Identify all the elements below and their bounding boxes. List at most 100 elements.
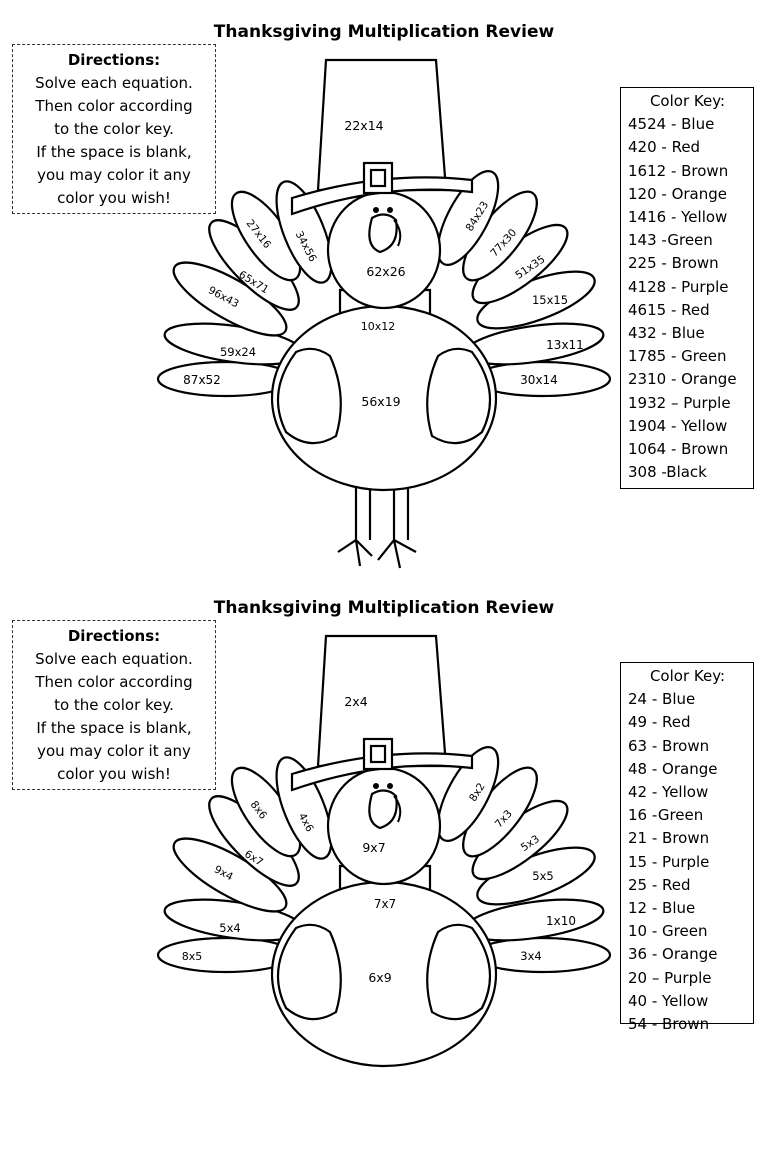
directions-line: If the space is blank, bbox=[36, 143, 192, 161]
left-wing bbox=[276, 923, 342, 1021]
color-key-item: 54 - Brown bbox=[628, 1015, 710, 1034]
color-key-item: 48 - Orange bbox=[628, 759, 718, 778]
hat-brim bbox=[290, 176, 474, 216]
feather-equation: 3x4 bbox=[520, 949, 541, 963]
color-key-item: 308 -Black bbox=[628, 463, 707, 482]
right-feathers bbox=[436, 170, 612, 398]
color-key-item: 4615 - Red bbox=[628, 300, 710, 319]
turkey-eye bbox=[387, 207, 393, 213]
color-key-item: 24 - Blue bbox=[628, 690, 696, 709]
directions-line: If the space is blank, bbox=[36, 719, 192, 737]
feather bbox=[436, 170, 500, 266]
turkey-beak bbox=[368, 213, 398, 254]
color-key-item: 225 - Brown bbox=[628, 254, 719, 273]
hat-brim bbox=[290, 752, 474, 792]
feather-equation: 87x52 bbox=[183, 373, 221, 387]
feather-equation: 15x15 bbox=[532, 293, 568, 307]
worksheet-title: Thanksgiving Multiplication Review bbox=[213, 598, 555, 618]
feather bbox=[275, 180, 333, 284]
color-key-item: 143 -Green bbox=[628, 231, 713, 250]
turkey-eye bbox=[387, 783, 393, 789]
color-key-item: 420 - Red bbox=[628, 138, 701, 157]
feather bbox=[275, 756, 333, 860]
right-wing bbox=[426, 347, 492, 445]
feather bbox=[172, 261, 288, 337]
feather-equation: 13x11 bbox=[546, 338, 584, 352]
color-key-item: 16 -Green bbox=[628, 806, 704, 825]
color-key-item: 1932 – Purple bbox=[628, 393, 731, 412]
color-key-item: 20 – Purple bbox=[628, 968, 712, 987]
feather-equation: 1x10 bbox=[546, 914, 576, 928]
directions-line: you may color it any bbox=[37, 166, 191, 184]
color-key-item: 40 - Yellow bbox=[628, 991, 709, 1010]
body-equation: 56x19 bbox=[361, 394, 400, 409]
color-key-item: 42 - Yellow bbox=[628, 783, 709, 802]
turkey-drawing: 22x14 62x26 10x12 56x19 27x16 34x56 65x7… bbox=[156, 58, 612, 569]
left-feathers bbox=[156, 180, 333, 398]
color-key-item: 120 - Orange bbox=[628, 184, 728, 203]
color-key-heading: Color Key: bbox=[649, 667, 726, 685]
hat-equation: 22x14 bbox=[344, 118, 383, 133]
feather-equation: 8x5 bbox=[182, 950, 203, 963]
left-feathers bbox=[156, 756, 333, 974]
directions-line: to the color key. bbox=[54, 696, 174, 714]
color-key-item: 1785 - Green bbox=[628, 347, 727, 366]
worksheet-title: Thanksgiving Multiplication Review bbox=[213, 22, 555, 42]
color-key-heading: Color Key: bbox=[649, 92, 726, 110]
directions-box: Directions: Solve each equation. Then co… bbox=[12, 44, 216, 214]
color-key-item: 15 - Purple bbox=[628, 852, 710, 871]
feather-equation: 5x4 bbox=[219, 921, 240, 935]
color-key-item: 25 - Red bbox=[628, 875, 691, 894]
turkey-beak bbox=[368, 789, 398, 830]
worksheet-top: Thanksgiving Multiplication Review Direc… bbox=[12, 22, 754, 569]
body-equation: 6x9 bbox=[368, 970, 391, 985]
color-key-item: 1064 - Brown bbox=[628, 440, 729, 459]
color-key-item: 12 - Blue bbox=[628, 899, 696, 918]
color-key-item: 4524 - Blue bbox=[628, 115, 715, 134]
color-key-item: 1612 - Brown bbox=[628, 161, 729, 180]
feather-equation: 59x24 bbox=[220, 345, 256, 359]
directions-line: Then color according bbox=[35, 673, 193, 691]
directions-line: to the color key. bbox=[54, 120, 174, 138]
directions-line: Solve each equation. bbox=[35, 650, 193, 668]
color-key-item: 1416 - Yellow bbox=[628, 208, 728, 227]
directions-heading: Directions: bbox=[67, 51, 161, 69]
feather-equation: 30x14 bbox=[520, 373, 558, 387]
feather bbox=[436, 746, 500, 842]
color-key-item: 4128 - Purple bbox=[628, 277, 729, 296]
neck-equation: 7x7 bbox=[374, 897, 396, 911]
left-wing bbox=[276, 347, 342, 445]
directions-line: Then color according bbox=[35, 97, 193, 115]
head-equation: 9x7 bbox=[362, 840, 385, 855]
directions-line: Solve each equation. bbox=[35, 74, 193, 92]
color-key-item: 432 - Blue bbox=[628, 324, 705, 343]
feather bbox=[172, 837, 288, 913]
color-key-box: Color Key: 4524 - Blue 420 - Red 1612 - … bbox=[620, 87, 754, 490]
turkey-drawing: 2x4 9x7 7x7 6x9 8x6 4x6 6x7 9x4 5x4 8x5 … bbox=[156, 634, 612, 1068]
neck-equation: 10x12 bbox=[361, 320, 396, 333]
color-key-box: Color Key: 24 - Blue 49 - Red 63 - Brown… bbox=[620, 662, 754, 1033]
directions-line: color you wish! bbox=[57, 189, 171, 207]
turkey-legs bbox=[337, 468, 417, 569]
hat-equation: 2x4 bbox=[344, 694, 367, 709]
directions-heading: Directions: bbox=[67, 627, 161, 645]
right-wing bbox=[426, 923, 492, 1021]
directions-box: Directions: Solve each equation. Then co… bbox=[12, 620, 216, 790]
directions-line: color you wish! bbox=[57, 765, 171, 783]
color-key-item: 49 - Red bbox=[628, 713, 691, 732]
turkey-eye bbox=[373, 783, 379, 789]
turkey-eye bbox=[373, 207, 379, 213]
directions-line: you may color it any bbox=[37, 742, 191, 760]
color-key-item: 1904 - Yellow bbox=[628, 416, 728, 435]
color-key-item: 63 - Brown bbox=[628, 736, 710, 755]
color-key-item: 2310 - Orange bbox=[628, 370, 737, 389]
color-key-item: 36 - Orange bbox=[628, 945, 718, 964]
color-key-item: 10 - Green bbox=[628, 922, 708, 941]
turkey-wattle bbox=[393, 795, 402, 823]
worksheet-bottom: Thanksgiving Multiplication Review Direc… bbox=[0, 576, 768, 1152]
head-equation: 62x26 bbox=[366, 264, 405, 279]
turkey-wattle bbox=[393, 219, 402, 247]
feather-equation: 5x5 bbox=[532, 869, 553, 883]
color-key-item: 21 - Brown bbox=[628, 829, 710, 848]
right-feathers bbox=[436, 746, 612, 974]
